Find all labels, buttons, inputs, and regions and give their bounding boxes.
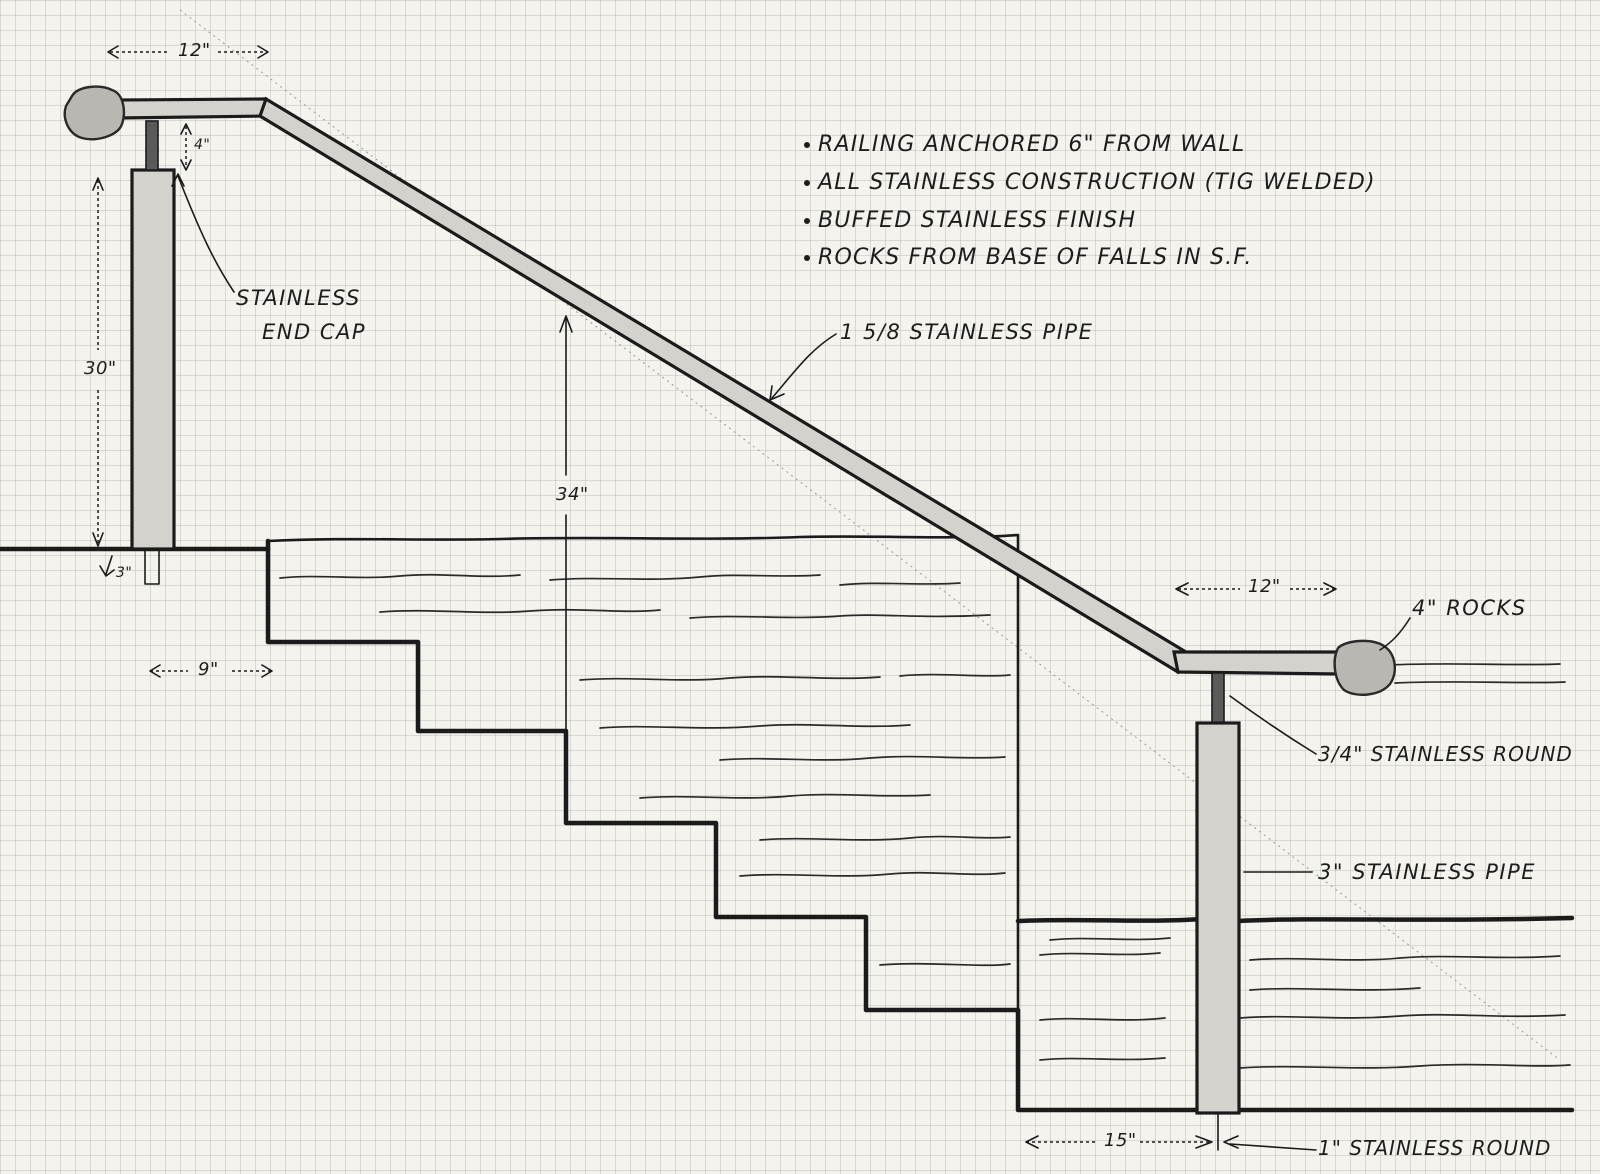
end-cap-label-2: END CAP (262, 320, 367, 344)
round-one-label: 1" STAINLESS ROUND (1318, 1136, 1552, 1160)
post-pipe-label: 3" STAINLESS PIPE (1318, 860, 1537, 884)
dim-top-overhang: 12" (178, 40, 211, 61)
note-1: RAILING ANCHORED 6" FROM WALL (804, 134, 1245, 156)
leader-lines (171, 173, 1411, 1151)
note-2: ALL STAINLESS CONSTRUCTION (TIG WELDED) (804, 172, 1376, 194)
stone-grain (279, 573, 1571, 1069)
upper-rod (145, 120, 159, 171)
dim-bottom-overhang: 12" (1248, 576, 1281, 597)
dim-bottom-offset: 15" (1104, 1130, 1137, 1151)
lower-post (1195, 721, 1241, 1115)
dim-post-height: 30" (84, 358, 117, 379)
end-cap-label-1: STAINLESS (236, 286, 361, 310)
top-rail (114, 97, 271, 120)
note-3: BUFFED STAINLESS FINISH (804, 210, 1136, 232)
upper-post-embed (144, 548, 160, 585)
rail-pipe-label: 1 5/8 STAINLESS PIPE (840, 320, 1094, 344)
round-three-quarter-label: 3/4" STAINLESS ROUND (1318, 742, 1573, 766)
note-4: ROCKS FROM BASE OF FALLS IN S.F. (804, 247, 1253, 269)
upper-post (130, 168, 176, 551)
dim-tread: 9" (198, 659, 219, 680)
dim-rail-height: 34" (556, 484, 589, 505)
stair-profile (265, 538, 1575, 1113)
guide-line (179, 9, 1561, 1061)
lower-rock (1333, 639, 1396, 696)
dim-embed: 3" (116, 565, 133, 581)
bottom-rail (1172, 650, 1342, 676)
rocks-label: 4" ROCKS (1412, 596, 1527, 620)
dim-rod-height: 4" (194, 137, 211, 153)
stone-top-edge (266, 533, 1020, 543)
lower-stone-line (1015, 915, 1575, 924)
upper-rock (63, 85, 126, 141)
lower-rod (1211, 672, 1225, 724)
dimension-lines (92, 45, 1337, 1149)
